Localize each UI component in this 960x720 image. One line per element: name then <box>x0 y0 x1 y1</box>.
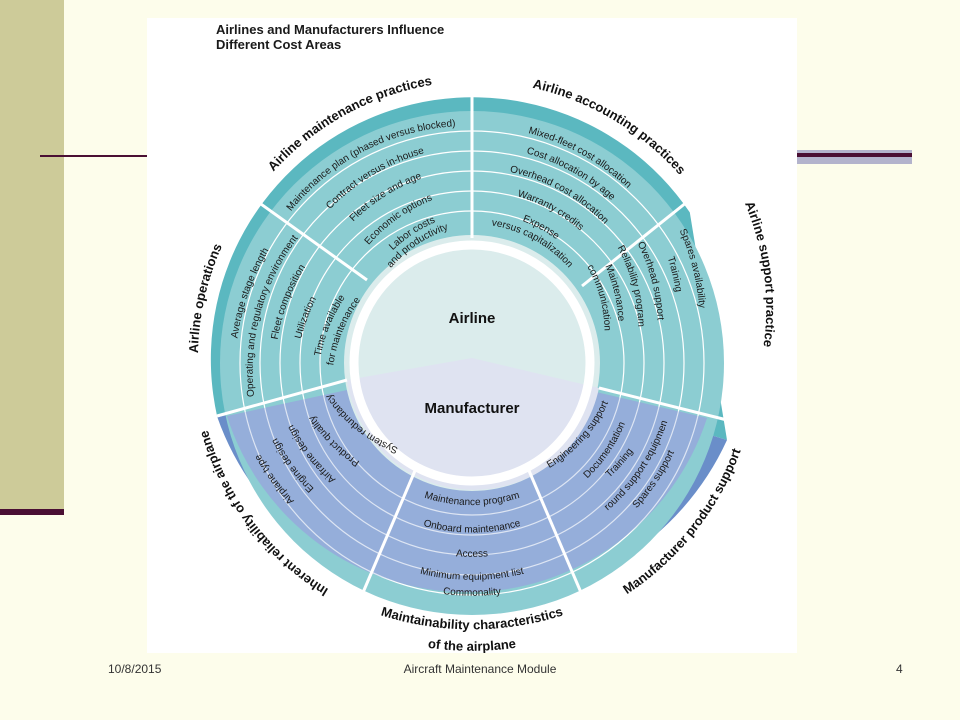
cost-areas-diagram: Airlines and Manufacturers Influence Dif… <box>147 18 797 653</box>
section-label-support-practice: Airline support practice <box>742 199 778 348</box>
maintainability-item: Commonality <box>443 586 502 599</box>
center-label-airline: Airline <box>449 310 496 327</box>
decorative-side-bar-underline <box>0 509 64 515</box>
diagram-title: Airlines and Manufacturers Influence <box>216 22 444 37</box>
decorative-rule-left <box>40 155 160 157</box>
section-label-maintainability-line2: of the airplane <box>427 636 517 653</box>
diagram-subtitle: Different Cost Areas <box>216 37 341 52</box>
footer-title: Aircraft Maintenance Module <box>403 662 557 676</box>
footer-page-number: 4 <box>896 662 903 676</box>
footer-date: 10/8/2015 <box>108 662 162 676</box>
decorative-rule-right <box>778 150 912 164</box>
decorative-side-bar <box>0 0 64 510</box>
center-label-manufacturer: Manufacturer <box>424 400 519 417</box>
maintainability-item: Access <box>456 548 489 560</box>
